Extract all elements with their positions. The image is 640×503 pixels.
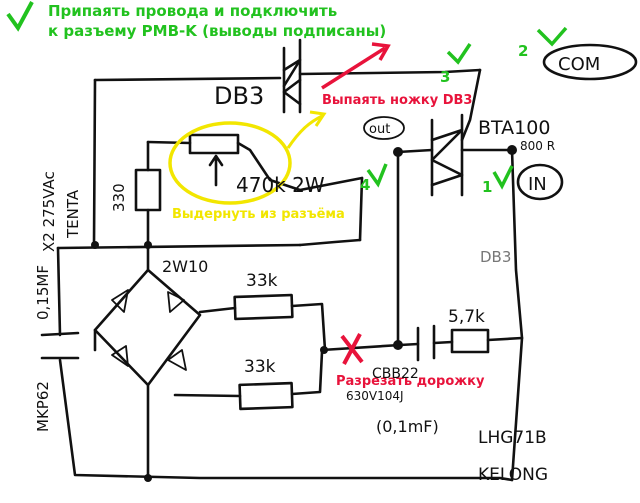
in-terminal-outline <box>516 163 564 201</box>
desolder-note: Выпаять ножку DB3 <box>322 93 472 108</box>
red-arrowhead <box>371 42 391 61</box>
bridge-label: 2W10 <box>162 257 208 276</box>
cap-value-label: (0,1mF) <box>376 417 439 436</box>
marker-2: 2 <box>518 42 528 60</box>
check-icon-2 <box>536 26 568 47</box>
cut-mark-x <box>340 333 364 365</box>
pot-470k <box>188 133 240 187</box>
mid-rail-wire <box>56 243 302 250</box>
r33k-bottom-resistor <box>238 381 294 411</box>
bta100-label: BTA100 <box>478 117 550 139</box>
r33k-bottom-label: 33k <box>244 357 276 377</box>
junction-dot <box>320 346 328 354</box>
mid-rail-right-wire <box>298 238 362 247</box>
wiring <box>56 68 524 482</box>
triac-bta100 <box>430 113 464 197</box>
pot-body <box>188 133 240 155</box>
junction-dot <box>144 241 152 249</box>
right-rail-wire <box>510 148 524 482</box>
bridge-rectifier <box>93 268 202 387</box>
com-label: COM <box>558 54 600 75</box>
triac-plates <box>430 113 464 197</box>
pot-drop-wire <box>358 176 364 242</box>
junction-dot <box>393 340 403 350</box>
mkp62-label: MKP62 <box>34 381 52 432</box>
instruction-line-2: к разъему PMB-K (выводы подписаны) <box>48 22 386 40</box>
check-icon-1 <box>492 165 514 190</box>
bridge-diodes <box>111 289 187 371</box>
instruction-line-1: Припаять провода и подключить <box>48 2 337 20</box>
r330-top-wire <box>146 140 192 145</box>
marker-1: 1 <box>482 178 492 196</box>
cap-x2-label: X2 275VAc <box>40 171 58 252</box>
triac-triangles <box>430 128 464 187</box>
junction-dots <box>91 145 517 482</box>
db3-triangles <box>282 58 302 106</box>
r330-resistor <box>134 168 162 212</box>
check-icon-top <box>6 1 34 32</box>
r33k-top-label: 33k <box>246 271 278 291</box>
check-icon-3 <box>446 43 472 65</box>
pull-out-note: Выдернуть из разъёма <box>172 207 345 222</box>
bridge-outline <box>93 268 202 387</box>
r33k-top-resistor <box>233 293 294 321</box>
cap-left-wire <box>320 342 420 352</box>
out-to-triac-wire <box>396 148 434 154</box>
cut-trace-note: Разрезать дорожку <box>336 374 485 389</box>
in-label: IN <box>528 174 547 195</box>
junction-dot <box>144 474 152 482</box>
bridge-right-wire <box>198 306 237 314</box>
cbb22-label: CBB22 <box>372 366 419 382</box>
check-icon-4 <box>366 163 388 188</box>
r57k-resistor <box>450 328 490 354</box>
junction-dot <box>393 147 403 157</box>
pot-highlight-circle <box>168 121 292 205</box>
mkp62-capacitor <box>40 331 80 360</box>
tenta-label: TENTA <box>64 189 82 239</box>
com-terminal-outline <box>542 43 638 81</box>
r57k-wire <box>432 336 524 345</box>
mkp62-value-label: 0,15MF <box>34 265 52 320</box>
junction-dot <box>507 145 517 155</box>
cap-voltage-label: 630V104J <box>346 389 404 403</box>
triac-top-wire <box>460 68 482 142</box>
bottom-rail-wire <box>56 246 514 482</box>
out-label: out <box>369 122 390 137</box>
kelong-label: KELONG <box>478 465 548 485</box>
left-rail-wire <box>92 78 97 247</box>
marker-3: 3 <box>440 68 450 86</box>
pot-wiper <box>208 154 224 187</box>
r330-label: 330 <box>110 183 128 212</box>
r33k-top-right-wire <box>290 302 327 352</box>
db3-lower-label: DB3 <box>480 248 511 266</box>
yellow-arrow <box>286 114 323 149</box>
lhg-label: LHG71B <box>478 428 547 448</box>
yellow-arrowhead <box>309 110 327 127</box>
red-arrow <box>321 46 386 90</box>
junction-dot <box>91 241 99 249</box>
pot-right-wire <box>236 141 364 192</box>
r33k-bottom-wire <box>173 350 324 398</box>
db3-diac <box>282 38 302 114</box>
db3-label: DB3 <box>214 82 264 110</box>
cbb22-capacitor <box>416 324 436 362</box>
db3-plates <box>282 38 302 114</box>
out-terminal-outline <box>363 116 405 140</box>
pot-label: 470k 2W <box>236 173 325 197</box>
r57k-label: 5,7k <box>448 307 485 327</box>
bta-voltage-label: 800 R <box>520 139 555 153</box>
marker-4: 4 <box>360 176 370 194</box>
